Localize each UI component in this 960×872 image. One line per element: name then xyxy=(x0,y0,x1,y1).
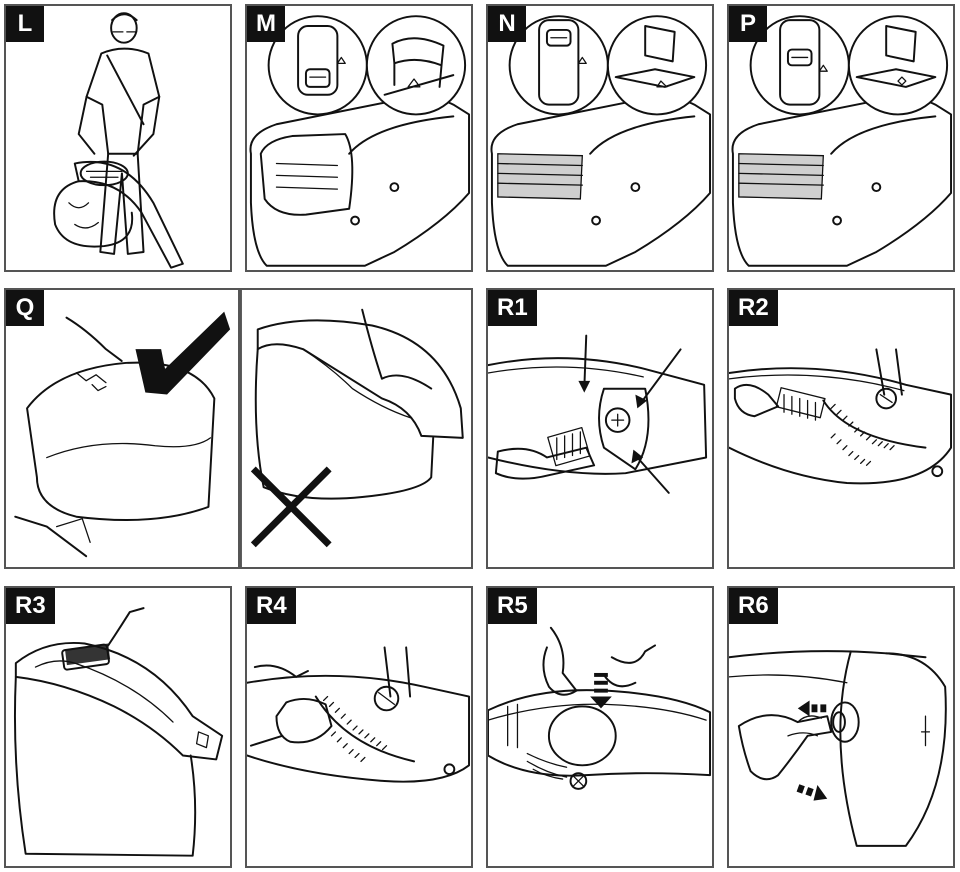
arrow-icon xyxy=(578,334,682,494)
panel-label: R4 xyxy=(247,588,296,624)
panel-label: R2 xyxy=(729,290,778,326)
illustration-person-with-blower-vac xyxy=(53,12,184,269)
checkmark-icon xyxy=(135,311,231,395)
illustration-tube-latch-filter-inserted xyxy=(490,15,712,267)
panel-n: N xyxy=(486,4,714,272)
panel-label: R1 xyxy=(488,290,537,326)
illustration-remove-impeller-cover xyxy=(488,626,712,790)
panel-label: P xyxy=(729,6,767,42)
panel-label: Q xyxy=(6,290,44,326)
panel-label: R5 xyxy=(488,588,537,624)
panel-label: L xyxy=(6,6,44,42)
panel-r2: R2 xyxy=(727,288,955,569)
illustration-tube-latch-open xyxy=(249,15,471,267)
arrow-icon xyxy=(796,700,828,801)
panel-l: L xyxy=(4,4,232,272)
panel-r5: R5 xyxy=(486,586,714,868)
illustration-bag-fitting-correct-and-incorrect xyxy=(14,290,464,567)
illustration-tube-latch-locked xyxy=(731,15,953,267)
panel-p: P xyxy=(727,4,955,272)
panel-r1: R1 xyxy=(486,288,714,569)
panel-label: M xyxy=(247,6,285,42)
illustration-unscrew-impeller-nut xyxy=(729,650,947,847)
illustration-brush-impeller-vanes xyxy=(729,348,953,485)
illustration-clean-impeller-area xyxy=(488,334,708,494)
panel-label: R3 xyxy=(6,588,55,624)
illustration-brush-bag-collar xyxy=(13,607,224,857)
arrow-icon xyxy=(590,672,612,709)
cross-icon xyxy=(250,466,332,548)
panel-r3: R3 xyxy=(4,586,232,868)
panel-label: R6 xyxy=(729,588,778,624)
panel-label: N xyxy=(488,6,526,42)
panel-m: M xyxy=(245,4,473,272)
panel-r4: R4 xyxy=(245,586,473,868)
panel-r6: R6 xyxy=(727,586,955,868)
panel-q: Q xyxy=(4,288,473,569)
illustration-hands-on-impeller xyxy=(247,646,471,783)
